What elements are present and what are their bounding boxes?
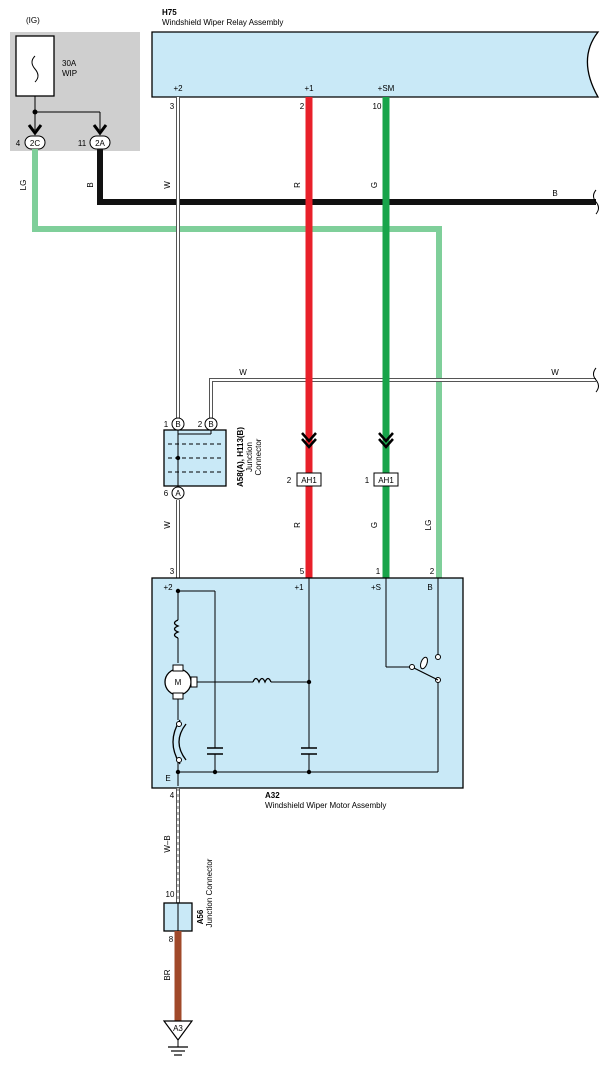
connector-2a-arrow-icon <box>92 124 108 136</box>
fuse-name: WIP <box>62 69 77 78</box>
ah1-right-arrow2-icon <box>378 438 394 449</box>
wire-label-w-branch: W <box>239 368 247 377</box>
relay-term-psm: +SM <box>378 84 395 93</box>
wire-label-wb: W–B <box>163 835 172 852</box>
motor-brush-top <box>172 664 184 672</box>
relay-code: H75 <box>162 8 177 17</box>
breaker-contact-bottom <box>176 757 182 763</box>
junction-conn-b2-label: B <box>208 420 213 429</box>
ah1-left-label: AH1 <box>301 476 317 485</box>
junction-connector-box <box>163 429 227 487</box>
relay-term-p2: +2 <box>173 84 183 93</box>
connector-2a-label: 2A <box>95 139 105 148</box>
wire-label-w-lower: W <box>163 521 172 529</box>
junction2-pin-bottom: 8 <box>169 935 174 944</box>
motor-symbol: M <box>175 678 182 687</box>
motor-brush-right <box>190 676 198 688</box>
motor-code: A32 <box>265 791 280 800</box>
ah1-left-arrow-icon <box>301 432 317 443</box>
wire-b <box>97 149 596 205</box>
wire-label-r-lower: R <box>293 522 302 528</box>
motor-choke-icon <box>252 677 272 684</box>
ig-label: (IG) <box>26 16 40 25</box>
relay-pin-p1: 2 <box>300 102 305 111</box>
motor-node-cap2 <box>306 769 312 775</box>
junction-pin-2: 2 <box>198 420 203 429</box>
motor-pin-b: 2 <box>430 567 435 576</box>
motor-coil-icon <box>173 619 180 639</box>
wire-label-lg-lower: LG <box>424 520 433 531</box>
motor-term-p1: +1 <box>294 583 304 592</box>
breaker-contact-top <box>176 721 182 727</box>
junction2-pin-top: 10 <box>166 890 175 899</box>
wire-label-r: R <box>293 182 302 188</box>
junction-name-line2: Connector <box>254 438 263 475</box>
ah1-left-arrow2-icon <box>301 438 317 449</box>
connector-2c-arrow-icon <box>27 124 43 136</box>
motor-brush-bottom <box>172 692 184 700</box>
junction-name-line1: Junction <box>245 442 254 472</box>
relay-pin-p2: 3 <box>170 102 175 111</box>
relay-box <box>151 31 600 98</box>
wire-label-lg: LG <box>19 180 28 191</box>
connector-2c-pin: 4 <box>16 139 21 148</box>
switch-blade <box>413 667 439 681</box>
wire-lg <box>32 149 442 578</box>
connector-2a-pin: 11 <box>78 139 87 148</box>
wire-b-break-icon <box>593 189 599 215</box>
junction-conn-b1-label: B <box>175 420 180 429</box>
motor-pin-ps: 1 <box>376 567 381 576</box>
switch-contact-top <box>435 654 441 660</box>
motor-node-e <box>175 769 181 775</box>
motor-pin-p2: 3 <box>170 567 175 576</box>
wire-label-br: BR <box>163 969 172 980</box>
junction-pin-6: 6 <box>164 489 169 498</box>
wire-w-branch-outer <box>209 378 596 418</box>
cam-icon <box>420 656 428 670</box>
wire-label-g-lower: G <box>370 522 379 528</box>
wire-w-branch-inner <box>210 379 596 418</box>
ah1-right-box <box>373 472 399 487</box>
fuse-rating: 30A <box>62 59 77 68</box>
motor-pin-e: 4 <box>170 791 175 800</box>
relay-pin-psm: 10 <box>373 102 382 111</box>
junction-conn-b1 <box>171 417 185 431</box>
wire-label-w-right: W <box>551 368 559 377</box>
connector-2c-label: 2C <box>30 139 40 148</box>
ah1-right-label: AH1 <box>378 476 394 485</box>
wire-label-g: G <box>370 182 379 188</box>
relay-name: Windshield Wiper Relay Assembly <box>162 18 283 27</box>
junction-conn-a-label: A <box>175 489 181 498</box>
motor-name: Windshield Wiper Motor Assembly <box>265 801 386 810</box>
motor-node-cap1 <box>212 769 218 775</box>
motor-term-ps: +S <box>371 583 381 592</box>
motor-pin-p1: 5 <box>300 567 305 576</box>
junction-code: A58(A), H113(B) <box>236 427 245 487</box>
junction2-name: Junction Connector <box>205 858 214 927</box>
junction-conn-b2 <box>204 417 218 431</box>
wire-label-b-right: B <box>552 189 557 198</box>
switch-contact-left <box>409 664 415 670</box>
motor-term-b: B <box>427 583 432 592</box>
circuit-breaker-icon-2 <box>178 723 187 761</box>
ah1-right-arrow-icon <box>378 432 394 443</box>
ground-point-icon <box>162 1020 194 1042</box>
wire-w-break-icon <box>593 367 599 393</box>
fuse-body <box>15 35 55 97</box>
junction-conn-a <box>171 486 185 500</box>
relay-term-p1: +1 <box>304 84 314 93</box>
wire-label-w: W <box>163 181 172 189</box>
motor-term-e: E <box>165 774 170 783</box>
fuse-icon <box>31 55 39 83</box>
ah1-right-pin: 1 <box>365 476 370 485</box>
ah1-left-box <box>296 472 322 487</box>
motor-term-p2: +2 <box>163 583 173 592</box>
junction-splice-dot <box>175 455 181 461</box>
junction-pin-1: 1 <box>164 420 169 429</box>
ah1-left-pin: 2 <box>287 476 292 485</box>
junction2-code: A56 <box>196 909 205 924</box>
ground-label: A3 <box>173 1024 183 1033</box>
wire-label-b: B <box>86 182 95 187</box>
